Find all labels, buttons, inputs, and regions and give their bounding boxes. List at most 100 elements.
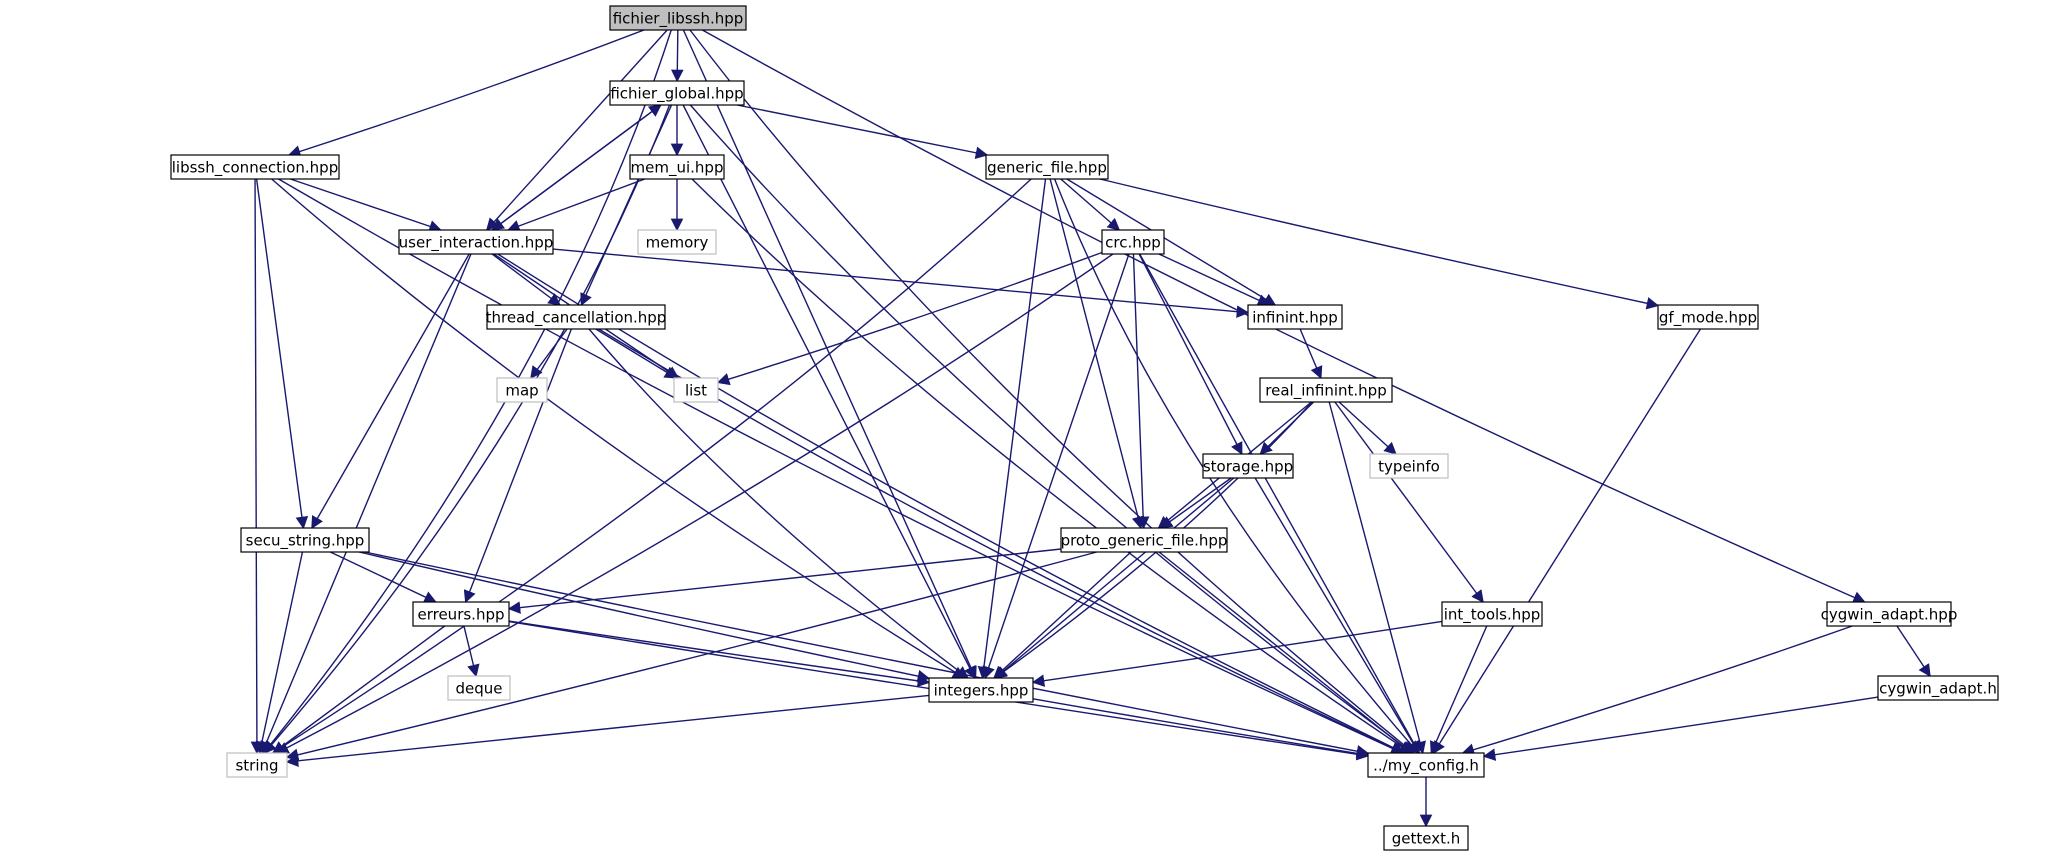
edge-crc-to-proto_generic_file (1132, 253, 1150, 530)
node-label-libssh_connection: libssh_connection.hpp (172, 159, 338, 178)
edge-integers-to-my_config (1032, 698, 1370, 760)
edge-generic_file-to-infinint (1066, 178, 1277, 306)
node-my_config[interactable]: ../my_config.h (1367, 752, 1485, 778)
node-box-fichier_global (609, 80, 745, 106)
edge-user_interaction-to-string (260, 253, 472, 755)
node-user_interaction[interactable]: user_interaction.hpp (398, 229, 554, 255)
node-box-integers (928, 677, 1034, 703)
node-mem_ui[interactable]: mem_ui.hpp (629, 154, 725, 180)
node-box-cygwin_adapt_h (1877, 675, 1999, 701)
edge-libssh_connection-to-string (250, 178, 264, 755)
edge-user_interaction-to-thread_cancellation (491, 253, 562, 306)
edge-erreurs-to-string (272, 625, 446, 754)
node-list: list (673, 377, 719, 403)
edge-cygwin_adapt_hpp-to-cygwin_adapt_h (1896, 625, 1931, 678)
edge-real_infinint-to-int_tools (1334, 401, 1484, 604)
node-proto_generic_file[interactable]: proto_generic_file.hpp (1060, 527, 1228, 553)
node-box-thread_cancellation (486, 304, 666, 330)
node-box-map (496, 377, 548, 403)
node-thread_cancellation[interactable]: thread_cancellation.hpp (486, 304, 667, 330)
node-gettext[interactable]: gettext.h (1383, 825, 1469, 851)
edge-generic_file-to-gf_mode (1099, 178, 1660, 310)
node-libssh_connection[interactable]: libssh_connection.hpp (170, 154, 340, 180)
node-box-generic_file (985, 154, 1109, 180)
node-crc[interactable]: crc.hpp (1101, 229, 1165, 255)
node-fichier_libssh[interactable]: fichier_libssh.hpp (609, 5, 747, 31)
node-box-storage (1202, 453, 1294, 479)
node-box-user_interaction (398, 229, 554, 255)
edge-cygwin_adapt_h-to-my_config (1482, 696, 1879, 761)
node-gf_mode[interactable]: gf_mode.hpp (1657, 304, 1759, 330)
node-label-list: list (685, 382, 707, 400)
node-real_infinint[interactable]: real_infinint.hpp (1259, 377, 1393, 403)
edge-fichier_libssh-to-user_interaction (485, 29, 668, 231)
edge-real_infinint-to-typeinfo (1338, 401, 1397, 455)
edge-crc-to-integers (982, 253, 1130, 680)
node-box-cygwin_adapt_hpp (1826, 601, 1952, 627)
edge-mem_ui-to-my_config (691, 178, 1413, 754)
node-label-crc: crc.hpp (1105, 234, 1161, 252)
node-box-crc (1101, 229, 1165, 255)
edge-generic_file-to-crc (1060, 178, 1121, 231)
node-label-gettext: gettext.h (1392, 830, 1461, 848)
edge-int_tools-to-my_config (1430, 625, 1488, 755)
edge-integers-to-string (285, 694, 930, 768)
node-label-erreurs: erreurs.hpp (417, 606, 504, 624)
edge-libssh_connection-to-user_interaction (290, 178, 442, 233)
node-secu_string[interactable]: secu_string.hpp (240, 527, 370, 553)
node-label-mem_ui: mem_ui.hpp (631, 159, 724, 178)
node-box-gf_mode (1657, 304, 1759, 330)
edge-thread_cancellation-to-list (595, 328, 678, 379)
node-label-cygwin_adapt_hpp: cygwin_adapt.hpp (1821, 606, 1958, 625)
edge-generic_file-to-integers (977, 178, 1047, 680)
node-label-storage: storage.hpp (1203, 458, 1293, 476)
node-infinint[interactable]: infinint.hpp (1247, 304, 1343, 330)
edge-fichier_libssh-to-string (262, 29, 672, 754)
node-label-fichier_global: fichier_global.hpp (610, 85, 743, 104)
edge-proto_generic_file-to-my_config (1158, 551, 1412, 754)
node-typeinfo: typeinfo (1369, 453, 1449, 479)
node-label-my_config: ../my_config.h (1373, 757, 1479, 776)
edge-erreurs-to-deque (463, 625, 480, 678)
node-memory: memory (637, 229, 717, 255)
edge-proto_generic_file-to-string (285, 551, 1097, 761)
edge-libssh_connection-to-my_config (278, 178, 1404, 755)
edge-fichier_global-to-generic_file (736, 104, 989, 159)
node-cygwin_adapt_hpp[interactable]: cygwin_adapt.hpp (1821, 601, 1958, 627)
node-label-real_infinint: real_infinint.hpp (1265, 382, 1386, 401)
node-box-infinint (1247, 304, 1343, 330)
node-int_tools[interactable]: int_tools.hpp (1441, 601, 1543, 627)
edge-crc-to-infinint (1158, 253, 1271, 306)
node-box-my_config (1367, 752, 1485, 778)
node-cygwin_adapt_h[interactable]: cygwin_adapt.h (1877, 675, 1999, 701)
edge-user_interaction-to-fichier_global (491, 104, 662, 231)
node-box-secu_string (240, 527, 370, 553)
node-fichier_global[interactable]: fichier_global.hpp (609, 80, 745, 106)
node-box-real_infinint (1259, 377, 1393, 403)
edge-crc-to-my_config (1139, 253, 1420, 755)
edge-user_interaction-to-infinint (552, 248, 1250, 318)
edge-generic_file-to-string (271, 178, 1032, 754)
edge-storage-to-integers (994, 477, 1235, 679)
node-erreurs[interactable]: erreurs.hpp (412, 601, 510, 627)
edge-libssh_connection-to-secu_string (255, 178, 309, 530)
node-integers[interactable]: integers.hpp (928, 677, 1034, 703)
edge-storage-to-my_config (1254, 477, 1420, 755)
node-label-memory: memory (646, 234, 709, 252)
edge-fichier_libssh-to-fichier_global (671, 29, 684, 83)
node-label-user_interaction: user_interaction.hpp (399, 234, 554, 253)
edge-fichier_global-to-integers (682, 104, 976, 680)
node-box-string (226, 752, 288, 778)
node-box-deque (447, 675, 511, 701)
node-box-libssh_connection (170, 154, 340, 180)
edge-thread_cancellation-to-erreurs (463, 328, 573, 604)
edge-libssh_connection-to-integers (271, 178, 966, 679)
node-label-fichier_libssh: fichier_libssh.hpp (613, 10, 744, 29)
node-generic_file[interactable]: generic_file.hpp (985, 154, 1109, 180)
edge-int_tools-to-integers (1031, 620, 1443, 687)
node-storage[interactable]: storage.hpp (1202, 453, 1294, 479)
node-label-thread_cancellation: thread_cancellation.hpp (486, 309, 667, 328)
node-label-deque: deque (455, 680, 502, 698)
edge-mem_ui-to-user_interaction (506, 178, 646, 232)
edge-crc-to-storage (1138, 253, 1243, 456)
